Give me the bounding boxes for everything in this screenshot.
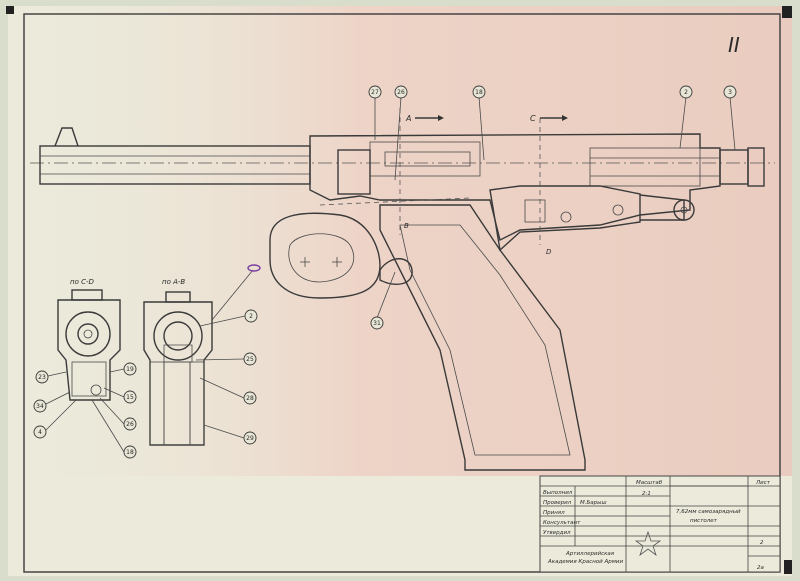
tb-sheet-number: 2 [760,540,764,546]
svg-text:26: 26 [126,421,134,428]
callout-ab-25: 25 [195,352,257,366]
callout-ab-2: 2 [199,309,258,327]
tb-title-line2: пистолет [690,518,718,524]
section-mark-d: D [546,248,552,256]
section-mark-c: C [530,114,536,123]
callout-ab-28: 28 [199,377,257,405]
tb-scale-label: Масштаб [636,480,663,486]
callout-ab-29: 29 [203,424,257,445]
hidden-line [319,197,471,206]
frame-and-grip [269,204,586,471]
sheet-mark: II [728,33,740,57]
slide-body [309,133,765,242]
svg-text:3: 3 [728,89,732,96]
callout-31: 31 [370,271,396,330]
section-cd-label: по C-D [70,278,94,286]
section-ab-label: по A-B [162,278,185,286]
svg-text:29: 29 [246,435,254,442]
section-leader [211,269,254,321]
arrow-c-head [562,115,568,121]
callout-cd-4: 4 [33,399,77,439]
svg-text:34: 34 [36,403,44,410]
svg-text:26: 26 [397,89,405,96]
svg-text:18: 18 [126,449,134,456]
svg-text:2: 2 [249,313,253,320]
corner-mark-tl [6,6,14,14]
tb-sheet-label: Лист [755,480,771,486]
tb-author: М.Барыш [580,500,607,506]
tb-org-line1: Артиллерийская [565,551,615,557]
section-ab-view [143,291,213,446]
svg-text:4: 4 [38,429,42,436]
paper-tint [8,6,792,476]
corner-mark-tr [782,6,792,18]
tb-role-1: Выполнил [543,490,573,496]
tb-role-2: Проверил [543,500,572,506]
tb-role-3: Принял [543,510,565,516]
tb-scale-value: 2:1 [642,491,651,497]
tb-org-line2: Академия Красной Армии [547,559,623,565]
svg-text:2: 2 [684,89,688,96]
callout-cd-34: 34 [33,391,71,413]
svg-text:25: 25 [246,356,254,363]
corner-mark-br [784,560,792,574]
callout-cd-23: 23 [35,370,67,384]
trigger-mechanism [489,185,695,252]
callout-26: 26 [394,85,408,181]
callout-3: 3 [723,85,737,151]
svg-text:23: 23 [38,374,46,381]
section-cd-view [57,289,121,401]
callout-cd-18: 18 [91,399,137,459]
svg-text:31: 31 [373,320,381,327]
tb-role-5: Утвердил [543,530,571,536]
callout-2: 2 [679,85,693,149]
purple-mark [247,264,261,272]
svg-text:27: 27 [371,89,379,96]
tb-doc-number: 2a [757,565,764,571]
callout-cd-15: 15 [103,387,137,404]
tb-title-line1: 7,62мм самозарядный [676,509,741,515]
svg-text:19: 19 [126,366,134,373]
tb-role-4: Консультант [543,520,581,526]
section-mark-a: A [405,114,411,123]
callout-cd-19: 19 [109,362,137,376]
star-emblem-icon [634,530,662,557]
callout-cd-26: 26 [99,397,137,431]
svg-text:15: 15 [126,394,134,401]
callout-18: 18 [472,85,486,161]
title-block [539,475,781,573]
svg-text:18: 18 [475,89,483,96]
section-mark-b: B [404,222,409,230]
callout-27: 27 [368,85,382,140]
drawing-frame [23,13,781,573]
svg-text:28: 28 [246,395,254,402]
arrow-a-head [438,115,444,121]
